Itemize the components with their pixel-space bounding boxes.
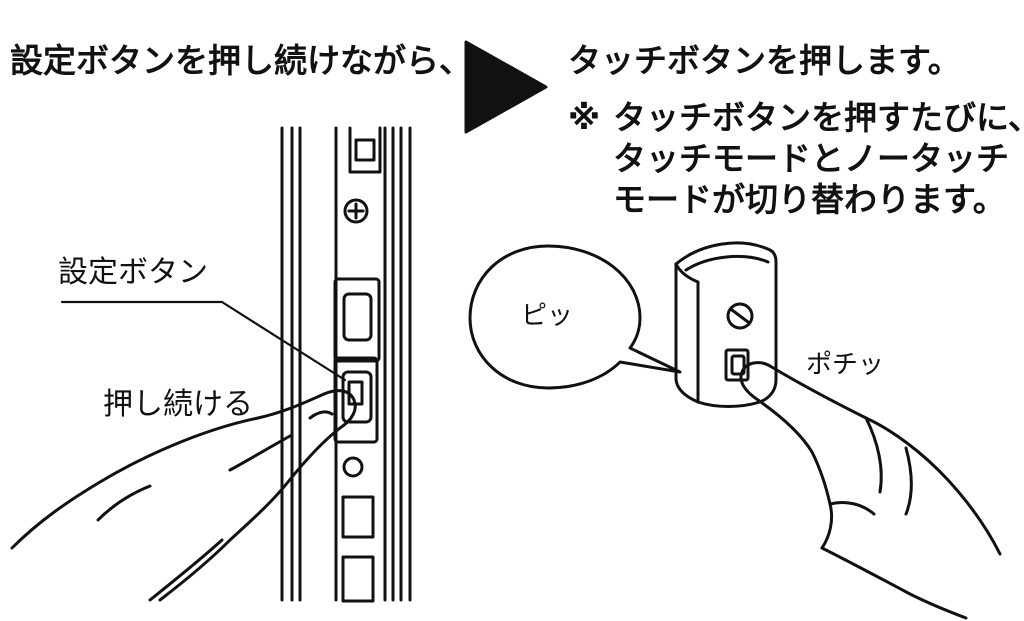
note-line-1: タッチボタンを押すたびに、: [613, 98, 1024, 137]
lower-hole: [342, 456, 364, 478]
setting-button-label: 設定ボタン: [58, 255, 208, 290]
step-one-instruction: 設定ボタンを押し続けながら、: [10, 41, 472, 80]
press-sound-label: ポチッ: [806, 350, 885, 380]
next-step-arrow: [464, 40, 548, 134]
setting-button: [333, 356, 379, 444]
speech-bubble: [468, 244, 682, 390]
top-latch-slot: [348, 126, 382, 174]
screw-icon: [343, 198, 369, 224]
lower-slots: [341, 495, 375, 603]
press-and-hold-label: 押し続ける: [103, 387, 253, 422]
left-hand: [10, 389, 357, 602]
upper-key-button: [333, 277, 381, 363]
door-frame: [280, 126, 412, 602]
note-mark: ※: [568, 98, 601, 137]
touch-button: [724, 348, 750, 382]
unit-screw-icon: [726, 302, 754, 330]
step-two-instruction: タッチボタンを押します。: [568, 41, 961, 80]
note-line-2: タッチモードとノータッチ: [613, 139, 1009, 178]
touch-unit: [674, 241, 778, 408]
beep-sound-label: ピッ: [521, 301, 574, 331]
leader-line: [60, 300, 347, 382]
note-line-3: モードが切り替わります。: [613, 180, 1006, 219]
right-hand: [739, 361, 1002, 620]
